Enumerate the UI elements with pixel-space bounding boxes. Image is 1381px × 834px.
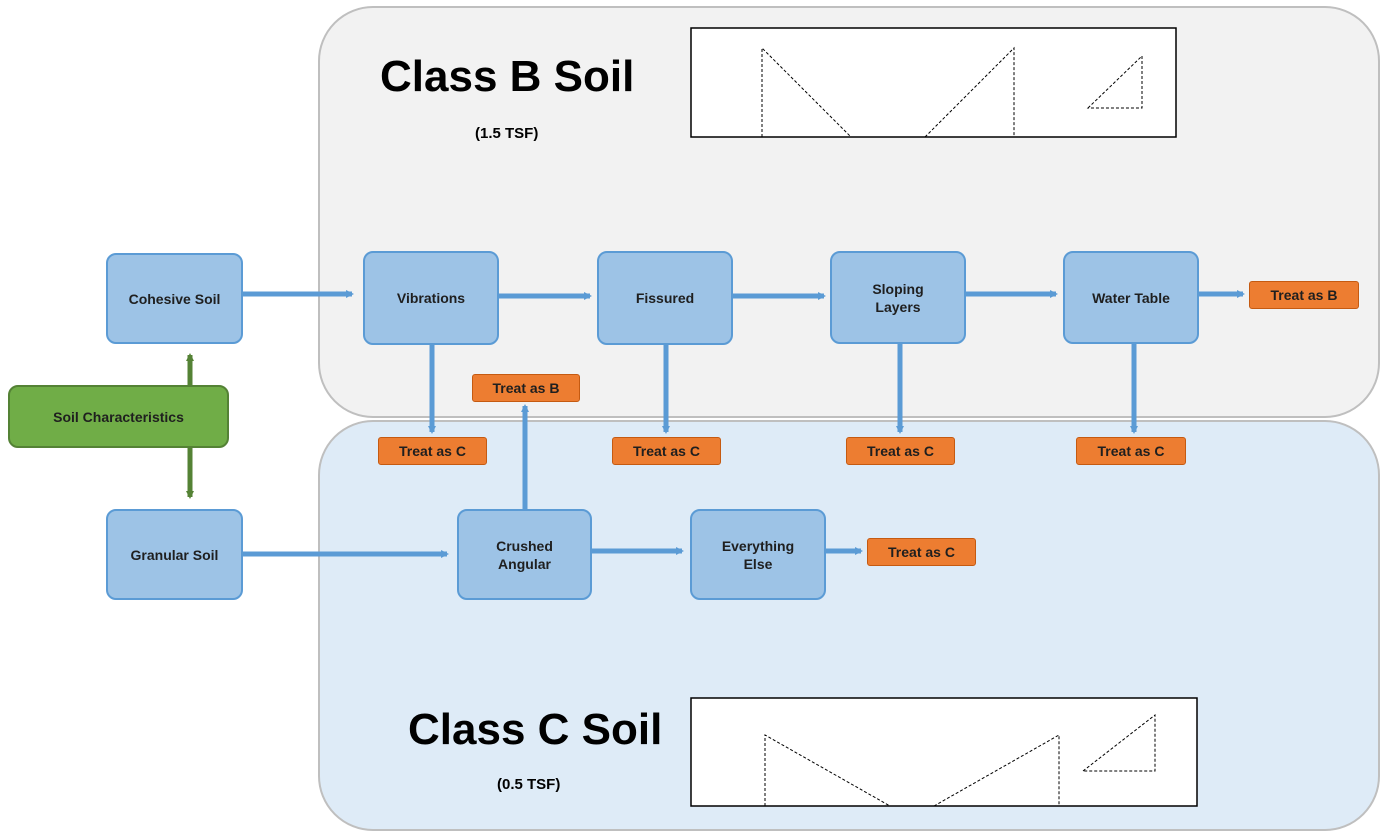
outcome-label: Treat as C (399, 443, 466, 459)
sloping-layers-node[interactable]: Sloping Layers (830, 251, 966, 344)
outcome-treat-as-b-crushed: Treat as B (472, 374, 580, 402)
cohesive-soil-node[interactable]: Cohesive Soil (106, 253, 243, 344)
fissured-label: Fissured (635, 290, 695, 306)
everything-else-node[interactable]: Everything Else (690, 509, 826, 600)
soil-characteristics-node[interactable]: Soil Characteristics (8, 385, 229, 448)
outcome-label: Treat as C (888, 544, 955, 560)
water-table-label: Water Table (1092, 289, 1170, 306)
outcome-label: Treat as C (867, 443, 934, 459)
outcome-label: Treat as B (492, 380, 560, 396)
fissured-node[interactable]: Fissured (597, 251, 733, 345)
outcome-label: Treat as C (1097, 443, 1165, 459)
outcome-label: Treat as B (1270, 287, 1338, 303)
class-c-title: Class C Soil (408, 705, 663, 754)
class-b-title: Class B Soil (380, 52, 635, 101)
cohesive-soil-label: Cohesive Soil (128, 290, 221, 307)
outcome-treat-as-c-fissured: Treat as C (612, 437, 721, 465)
outcome-label: Treat as C (633, 443, 700, 459)
outcome-treat-as-b-water: Treat as B (1249, 281, 1359, 309)
water-table-node[interactable]: Water Table (1063, 251, 1199, 344)
outcome-treat-as-c-everything: Treat as C (867, 538, 976, 566)
crushed-angular-node[interactable]: Crushed Angular (457, 509, 592, 600)
outcome-treat-as-c-vibrations: Treat as C (378, 437, 487, 465)
vibrations-node[interactable]: Vibrations (363, 251, 499, 345)
soil-characteristics-label: Soil Characteristics (53, 408, 184, 425)
granular-soil-label: Granular Soil (130, 546, 219, 563)
granular-soil-node[interactable]: Granular Soil (106, 509, 243, 600)
outcome-treat-as-c-water: Treat as C (1076, 437, 1186, 465)
class-c-pressure: (0.5 TSF) (497, 776, 561, 793)
crushed-angular-label: Crushed Angular (496, 537, 553, 572)
class-c-slope-sketch (690, 697, 1198, 807)
everything-else-label: Everything Else (721, 537, 795, 572)
class-b-slope-sketch (690, 27, 1177, 138)
vibrations-label: Vibrations (396, 290, 466, 306)
outcome-treat-as-c-sloping: Treat as C (846, 437, 955, 465)
class-b-pressure: (1.5 TSF) (475, 125, 539, 142)
sloping-layers-label: Sloping Layers (872, 280, 924, 315)
